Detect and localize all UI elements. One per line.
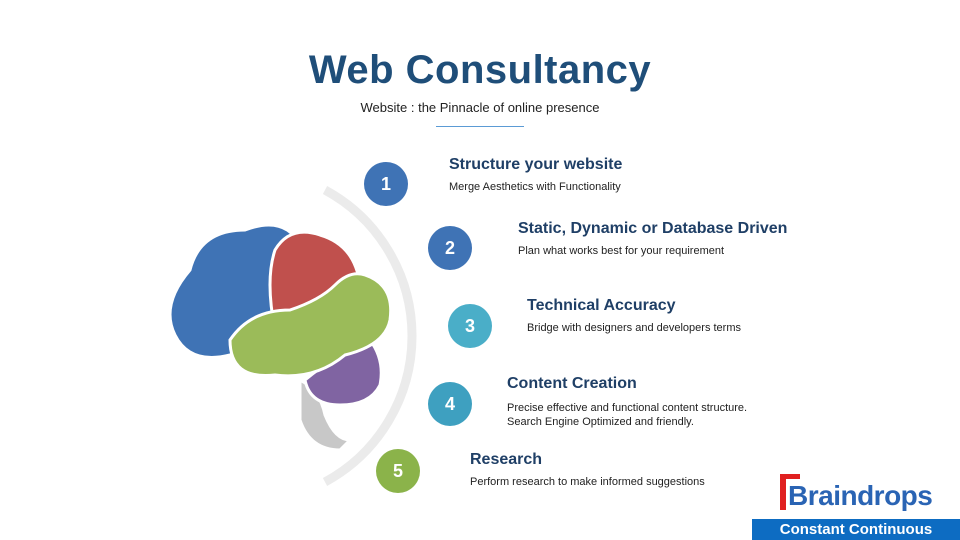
step-4-title: Content Creation [507,375,637,392]
step-3-badge: 3 [448,304,492,348]
page-title: Web Consultancy [308,48,652,92]
step-2-badge: 2 [428,226,472,270]
logo-text: Braindrops [788,480,933,511]
step-1-desc: Merge Aesthetics with Functionality [449,181,621,193]
step-2-title: Static, Dynamic or Database Driven [518,220,788,237]
title-divider [436,126,524,127]
step-4: Content Creation Precise effective and f… [507,375,747,429]
step-5-title: Research [470,451,543,468]
step-1-title: Structure your website [449,156,623,173]
step-5-desc: Perform research to make informed sugges… [470,476,705,488]
step-5: Research Perform research to make inform… [470,451,705,489]
brain-icon [168,223,393,452]
logo-tagline: Constant Continuous [752,519,960,540]
step-2-desc: Plan what works best for your requiremen… [518,245,725,257]
step-1: Structure your website Merge Aesthetics … [449,156,622,194]
step-4-desc-2: Search Engine Optimized and friendly. [507,416,694,428]
step-3-desc: Bridge with designers and developers ter… [527,322,742,334]
step-4-badge: 4 [428,382,472,426]
step-3-title: Technical Accuracy [527,297,676,314]
step-1-badge: 1 [364,162,408,206]
step-4-desc: Precise effective and functional content… [507,402,748,414]
step-2: Static, Dynamic or Database Driven Plan … [518,220,787,258]
page-subtitle: Website : the Pinnacle of online presenc… [360,100,600,115]
step-5-badge: 5 [376,449,420,493]
step-3: Technical Accuracy Bridge with designers… [527,297,741,335]
arc-decoration [322,186,417,486]
braindrops-logo: Braindrops [752,470,933,516]
